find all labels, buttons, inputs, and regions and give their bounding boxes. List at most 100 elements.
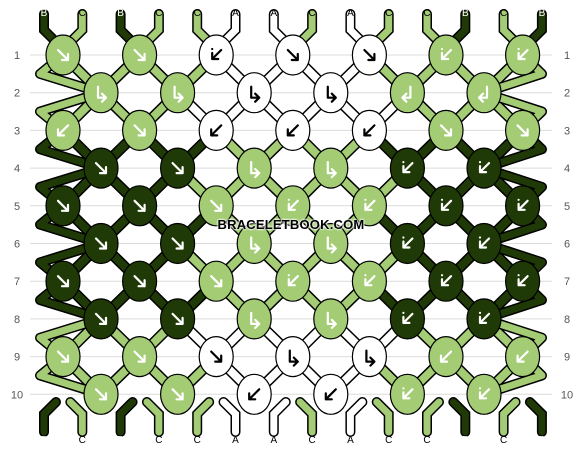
knot-arrow-icon <box>286 124 299 137</box>
knot-arrow-icon <box>364 198 376 211</box>
knot-arrow-icon <box>440 198 453 211</box>
knot <box>466 72 502 114</box>
string-label-bottom: C <box>500 435 507 446</box>
knot <box>83 373 119 415</box>
knot-arrow-icon <box>517 47 529 61</box>
knot-arrow-icon <box>402 387 414 400</box>
knot-arrow-icon <box>288 349 299 367</box>
knot-arrow-icon <box>402 236 414 249</box>
knot <box>236 298 272 340</box>
knot <box>198 34 234 76</box>
row-number-left: 10 <box>11 389 23 401</box>
string-bottom <box>66 398 86 436</box>
knot <box>389 147 425 189</box>
knot-arrow-icon <box>250 311 261 329</box>
knot <box>313 222 349 265</box>
row-number-left: 3 <box>14 125 20 137</box>
knot <box>122 109 158 151</box>
string-top <box>193 10 213 46</box>
knot <box>236 222 272 265</box>
string-bottom <box>423 398 443 436</box>
knot <box>236 373 272 415</box>
knot <box>504 185 541 227</box>
knot-arrow-icon <box>56 350 70 363</box>
knot-arrow-icon <box>326 311 337 329</box>
knot <box>83 72 119 114</box>
string-bottom <box>143 398 163 436</box>
knot <box>389 373 425 415</box>
knot <box>275 260 311 302</box>
row-number-left: 6 <box>14 239 20 251</box>
knot-arrow-icon <box>56 48 70 62</box>
knot <box>198 336 234 378</box>
knot-arrow-icon <box>210 350 223 363</box>
string-bottom <box>270 398 290 436</box>
knot <box>504 34 541 76</box>
string-label-top: B <box>539 8 546 19</box>
knot <box>236 72 272 114</box>
knot-arrow-icon <box>56 124 70 137</box>
row-number-left: 5 <box>14 201 20 213</box>
knot-arrow-icon <box>250 236 261 254</box>
knot <box>83 147 119 189</box>
knot-body <box>236 222 272 265</box>
string-top <box>66 10 86 46</box>
knot <box>122 336 158 378</box>
knot <box>351 260 387 302</box>
knot <box>275 185 311 227</box>
row-number-right: 6 <box>564 239 570 251</box>
knot <box>504 109 541 151</box>
knot-arrow-icon <box>56 199 70 212</box>
row-number-right: 5 <box>564 201 570 213</box>
knot-body <box>313 72 349 114</box>
string-label-top: B <box>117 8 124 19</box>
string-top <box>270 10 290 46</box>
knot <box>160 147 196 189</box>
string-top <box>40 10 60 46</box>
string-bottom <box>40 398 60 436</box>
knot-arrow-icon <box>210 124 223 137</box>
knot-arrow-icon <box>94 162 108 175</box>
knot <box>504 260 541 302</box>
row-number-right: 9 <box>564 352 570 364</box>
knot-arrow-icon <box>286 48 299 62</box>
knot-arrow-icon <box>324 388 337 401</box>
knot <box>428 185 464 227</box>
string-label-top: C <box>308 8 315 19</box>
knot-body <box>236 147 272 189</box>
string-bottom <box>373 398 393 436</box>
string-top <box>526 10 546 46</box>
string-bottom <box>220 398 239 436</box>
knot <box>198 185 234 227</box>
string-bottom <box>346 398 366 436</box>
string-label-top: A <box>270 8 277 19</box>
knot <box>466 222 502 265</box>
row-number-right: 7 <box>564 276 570 288</box>
string-label-bottom: C <box>194 435 201 446</box>
knot-body <box>313 298 349 340</box>
knot <box>428 109 464 151</box>
knot <box>313 373 349 415</box>
knot-arrow-icon <box>517 198 529 211</box>
knot-arrow-icon <box>171 237 184 250</box>
knot-arrow-icon <box>133 124 146 137</box>
string-label-bottom: B <box>539 435 546 446</box>
string-label-bottom: A <box>347 435 354 446</box>
knot-arrow-icon <box>171 312 184 325</box>
knot-arrow-icon <box>211 47 223 61</box>
knot <box>275 336 311 378</box>
knot <box>313 298 349 340</box>
string-bottom <box>526 398 546 436</box>
knot-arrow-icon <box>94 237 108 250</box>
knot-arrow-icon <box>210 199 223 212</box>
knot <box>428 34 464 76</box>
knot <box>351 336 387 378</box>
knot <box>45 336 81 378</box>
knot-arrow-icon <box>326 161 337 179</box>
knot-arrow-icon <box>56 275 70 288</box>
string-top <box>449 10 469 46</box>
knot-body <box>466 72 502 114</box>
knot-arrow-icon <box>440 47 453 61</box>
